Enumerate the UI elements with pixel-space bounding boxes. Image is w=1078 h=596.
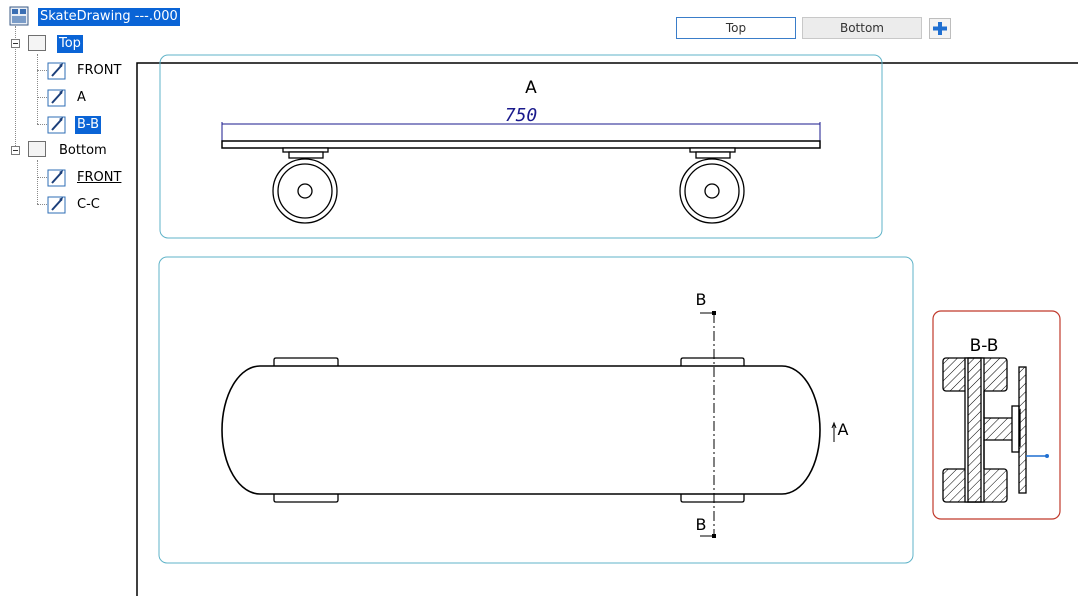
section-view-frame <box>932 310 1061 520</box>
truck-right <box>679 147 745 224</box>
tab-bottom[interactable]: Bottom <box>802 17 922 39</box>
view-section-b-b[interactable]: B-B <box>932 310 1061 520</box>
view-front[interactable]: B B A <box>158 256 914 564</box>
tree-sheet-bottom[interactable]: Bottom <box>59 143 107 158</box>
view-icon <box>47 89 66 107</box>
collapse-toggle-top[interactable] <box>11 39 20 48</box>
section-point <box>712 311 716 315</box>
view-front-frame <box>158 256 914 564</box>
tree-line <box>37 204 47 205</box>
drawing-document-icon[interactable] <box>9 6 29 26</box>
view-a[interactable]: A 750 <box>159 54 883 239</box>
tree-view-b-b[interactable]: B-B <box>75 116 102 134</box>
section-point <box>712 534 716 538</box>
trucks-top-view <box>273 357 745 503</box>
tree-line <box>37 70 47 71</box>
tree-view-front[interactable]: FRONT <box>77 63 122 78</box>
view-icon <box>47 62 66 80</box>
view-a-label: A <box>525 78 537 98</box>
sheet-icon <box>28 35 46 51</box>
view-icon <box>47 169 66 187</box>
tree-line <box>37 54 38 124</box>
tree-line <box>37 97 47 98</box>
drawing-tree: SkateDrawing ---.000 Top FRONT A B-B Bot… <box>0 0 240 596</box>
board-side <box>221 140 821 149</box>
tab-top[interactable]: Top <box>676 17 796 39</box>
sheet-border <box>136 62 1078 596</box>
section-mark-bottom: B <box>696 515 707 534</box>
tree-view-c-c[interactable]: C-C <box>77 197 100 212</box>
tree-line <box>37 160 38 204</box>
selection-point[interactable] <box>1045 454 1049 458</box>
view-a-frame <box>159 54 883 239</box>
section-title: B-B <box>970 336 999 356</box>
tree-line <box>37 124 47 125</box>
tree-line <box>15 26 16 150</box>
dimension-value[interactable]: 750 <box>505 105 538 126</box>
tree-line <box>37 177 47 178</box>
view-icon <box>47 196 66 214</box>
collapse-toggle-bottom[interactable] <box>11 146 20 155</box>
tree-view-front-bottom[interactable]: FRONT <box>77 170 122 185</box>
dimension-750[interactable] <box>221 122 821 142</box>
truck-left <box>272 147 338 224</box>
tree-root-label[interactable]: SkateDrawing ---.000 <box>38 8 180 26</box>
view-arrow-label: A <box>838 420 849 439</box>
tree-view-a[interactable]: A <box>77 90 86 105</box>
board-deck-top-view <box>221 365 821 495</box>
add-sheet-button[interactable] <box>929 18 951 39</box>
view-icon <box>47 116 66 134</box>
section-mark-top: B <box>696 290 707 309</box>
section-geometry <box>942 357 1027 503</box>
tree-sheet-top[interactable]: Top <box>57 35 83 53</box>
sheet-icon <box>28 141 46 157</box>
plus-icon <box>933 22 947 35</box>
